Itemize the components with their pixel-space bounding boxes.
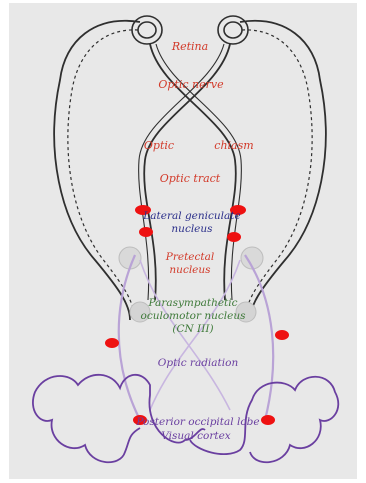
label-parasympathetic-line1: Parasympathetic: [147, 297, 237, 309]
label-optic-tract: Optic tract: [160, 172, 221, 185]
right-optic-radiation-2: [150, 260, 240, 410]
label-optic: Optic: [144, 139, 174, 152]
label-optic-nerve: Optic nerve: [158, 78, 224, 91]
label-parasympathetic-line2: oculomotor nucleus: [141, 310, 247, 322]
left-optic-radiation: [119, 255, 140, 420]
label-parasympathetic-line3: (CN III): [172, 323, 213, 335]
label-chiasm: chiasm: [214, 139, 253, 152]
label-lgn-line2: nucleus: [171, 223, 213, 235]
label-pretectal-line1: Pretectal: [165, 251, 214, 263]
label-cortex-line2: Visual cortex: [161, 430, 231, 442]
right-outer-pathway-inner: [242, 30, 312, 318]
right-outer-pathway: [240, 21, 326, 320]
label-pretectal-line2: nucleus: [169, 264, 211, 276]
label-optic-radiation: Optic radiation: [158, 357, 239, 369]
label-retina: Retina: [171, 40, 208, 53]
left-optic-radiation-2: [140, 260, 230, 410]
label-lgn-line1: Lateral geniculate: [142, 210, 240, 222]
label-cortex-line1: Posterior occipital lobe: [135, 416, 259, 428]
